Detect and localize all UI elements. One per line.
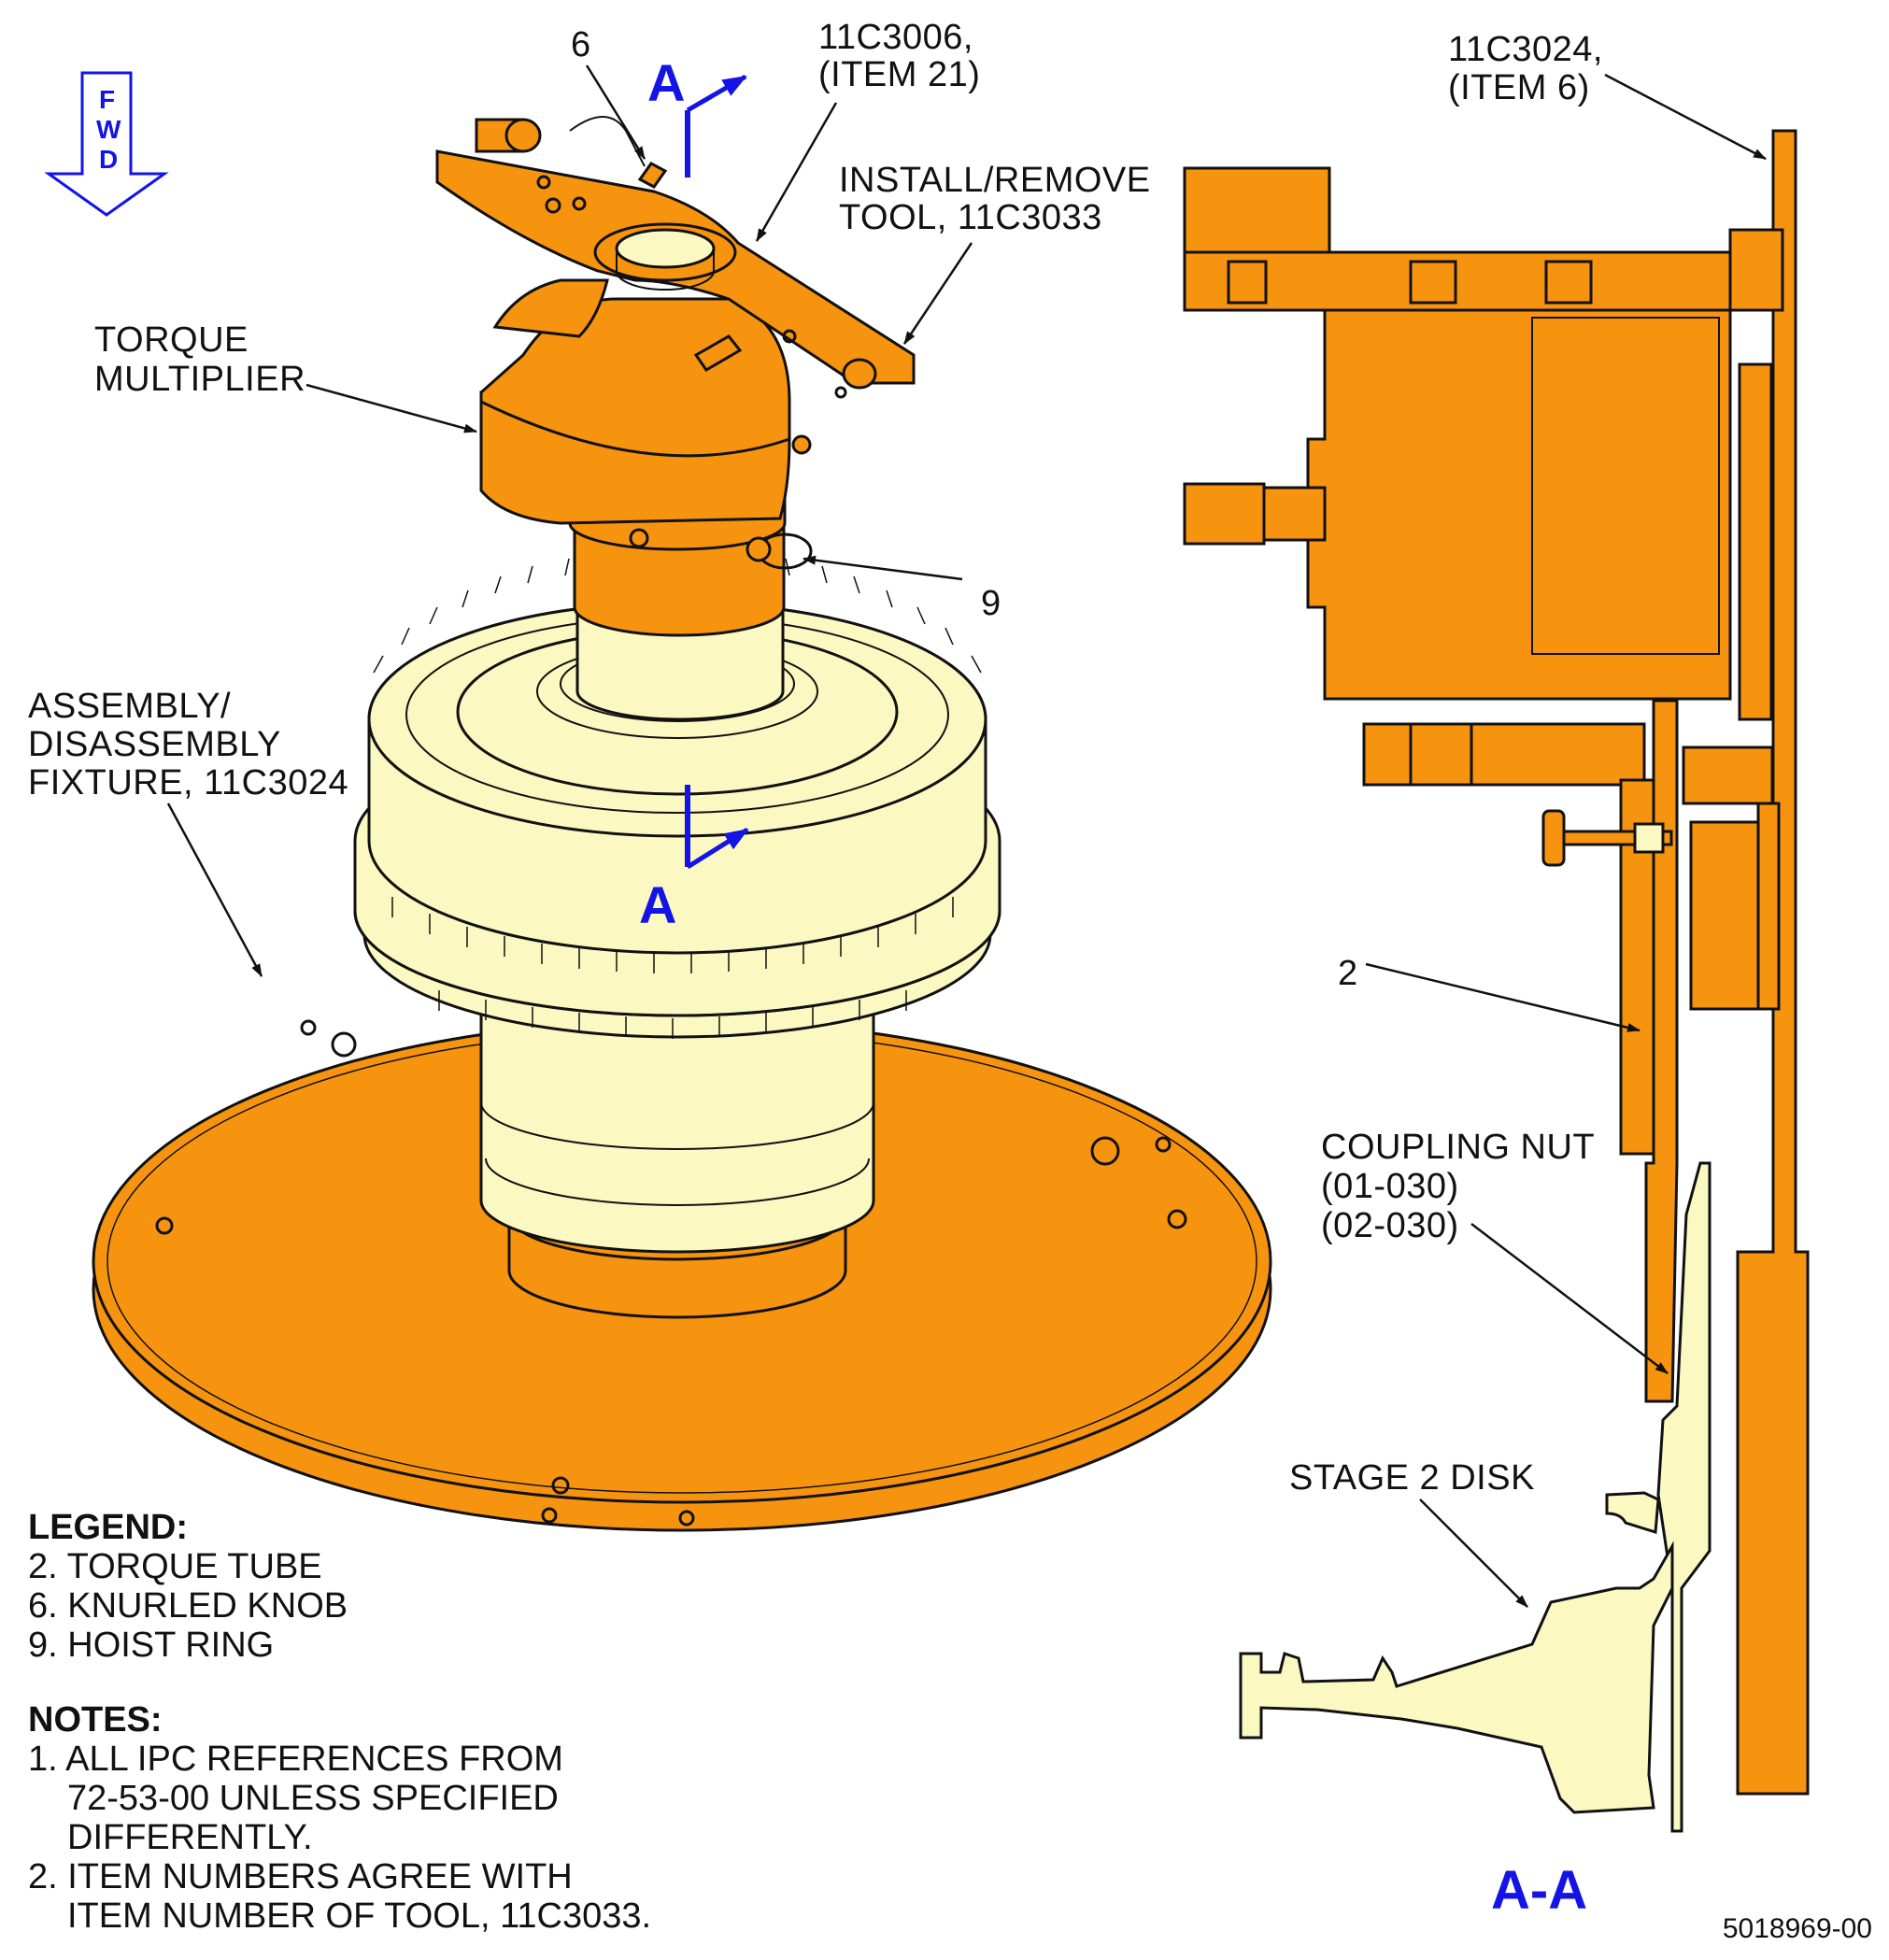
fwd-letter-d: D	[99, 145, 119, 174]
torque-multiplier	[479, 278, 813, 637]
fwd-letter-w: W	[96, 115, 121, 144]
callout-multiplier: MULTIPLIER	[94, 360, 306, 399]
callout-11c3006: 11C3006,	[818, 18, 973, 57]
callout-coupling-nut: COUPLING NUT	[1321, 1128, 1596, 1167]
install-remove-tool	[435, 116, 916, 399]
section-view-aa	[1183, 129, 1810, 1833]
callout-item-21: (ITEM 21)	[818, 55, 981, 94]
callout-fixture: FIXTURE, 11C3024	[28, 763, 349, 802]
note-1-line-1: 1. ALL IPC REFERENCES FROM	[28, 1740, 563, 1779]
legend: LEGEND: 2. TORQUE TUBE 6. KNURLED KNOB 9…	[28, 1508, 348, 1665]
section-mark-bottom: A	[639, 875, 677, 934]
notes: NOTES: 1. ALL IPC REFERENCES FROM 72-53-…	[28, 1700, 651, 1936]
figure-id: 5018969-00	[1722, 1913, 1872, 1944]
section-mark-top: A	[647, 53, 686, 112]
notes-heading: NOTES:	[28, 1700, 163, 1740]
callout-coupling-02: (02-030)	[1321, 1206, 1459, 1245]
note-1-line-3: DIFFERENTLY.	[67, 1818, 313, 1857]
callout-item-9: 9	[981, 584, 1001, 623]
section-cut-line	[685, 74, 749, 870]
callout-assembly: ASSEMBLY/	[28, 687, 232, 726]
callout-11c3024: 11C3024,	[1448, 30, 1603, 69]
callout-install-remove: INSTALL/REMOVE	[839, 161, 1151, 200]
callout-item-6: 6	[571, 25, 591, 64]
callout-coupling-01: (01-030)	[1321, 1167, 1459, 1206]
callout-install-tool: TOOL, 11C3033	[839, 198, 1102, 237]
fwd-letter-f: F	[99, 85, 116, 114]
callout-item-2: 2	[1338, 954, 1358, 993]
legend-item-2: 2. TORQUE TUBE	[28, 1547, 322, 1586]
callout-stage-2-disk: STAGE 2 DISK	[1289, 1458, 1535, 1498]
note-2-line-2: ITEM NUMBER OF TOOL, 11C3033.	[67, 1896, 652, 1936]
section-view-title: A-A	[1491, 1860, 1588, 1921]
leader-lines	[166, 64, 1767, 1608]
legend-heading: LEGEND:	[28, 1508, 188, 1547]
callout-disassembly: DISASSEMBLY	[28, 725, 281, 764]
note-1-line-2: 72-53-00 UNLESS SPECIFIED	[67, 1779, 559, 1818]
legend-item-6: 6. KNURLED KNOB	[28, 1586, 348, 1626]
callout-torque: TORQUE	[94, 320, 249, 360]
callout-section-item-6: (ITEM 6)	[1448, 68, 1590, 107]
fwd-arrow-icon	[44, 71, 169, 217]
rotor-assembly	[353, 550, 1001, 1254]
note-2-line-1: 2. ITEM NUMBERS AGREE WITH	[28, 1857, 573, 1896]
legend-item-9: 9. HOIST RING	[28, 1626, 275, 1665]
